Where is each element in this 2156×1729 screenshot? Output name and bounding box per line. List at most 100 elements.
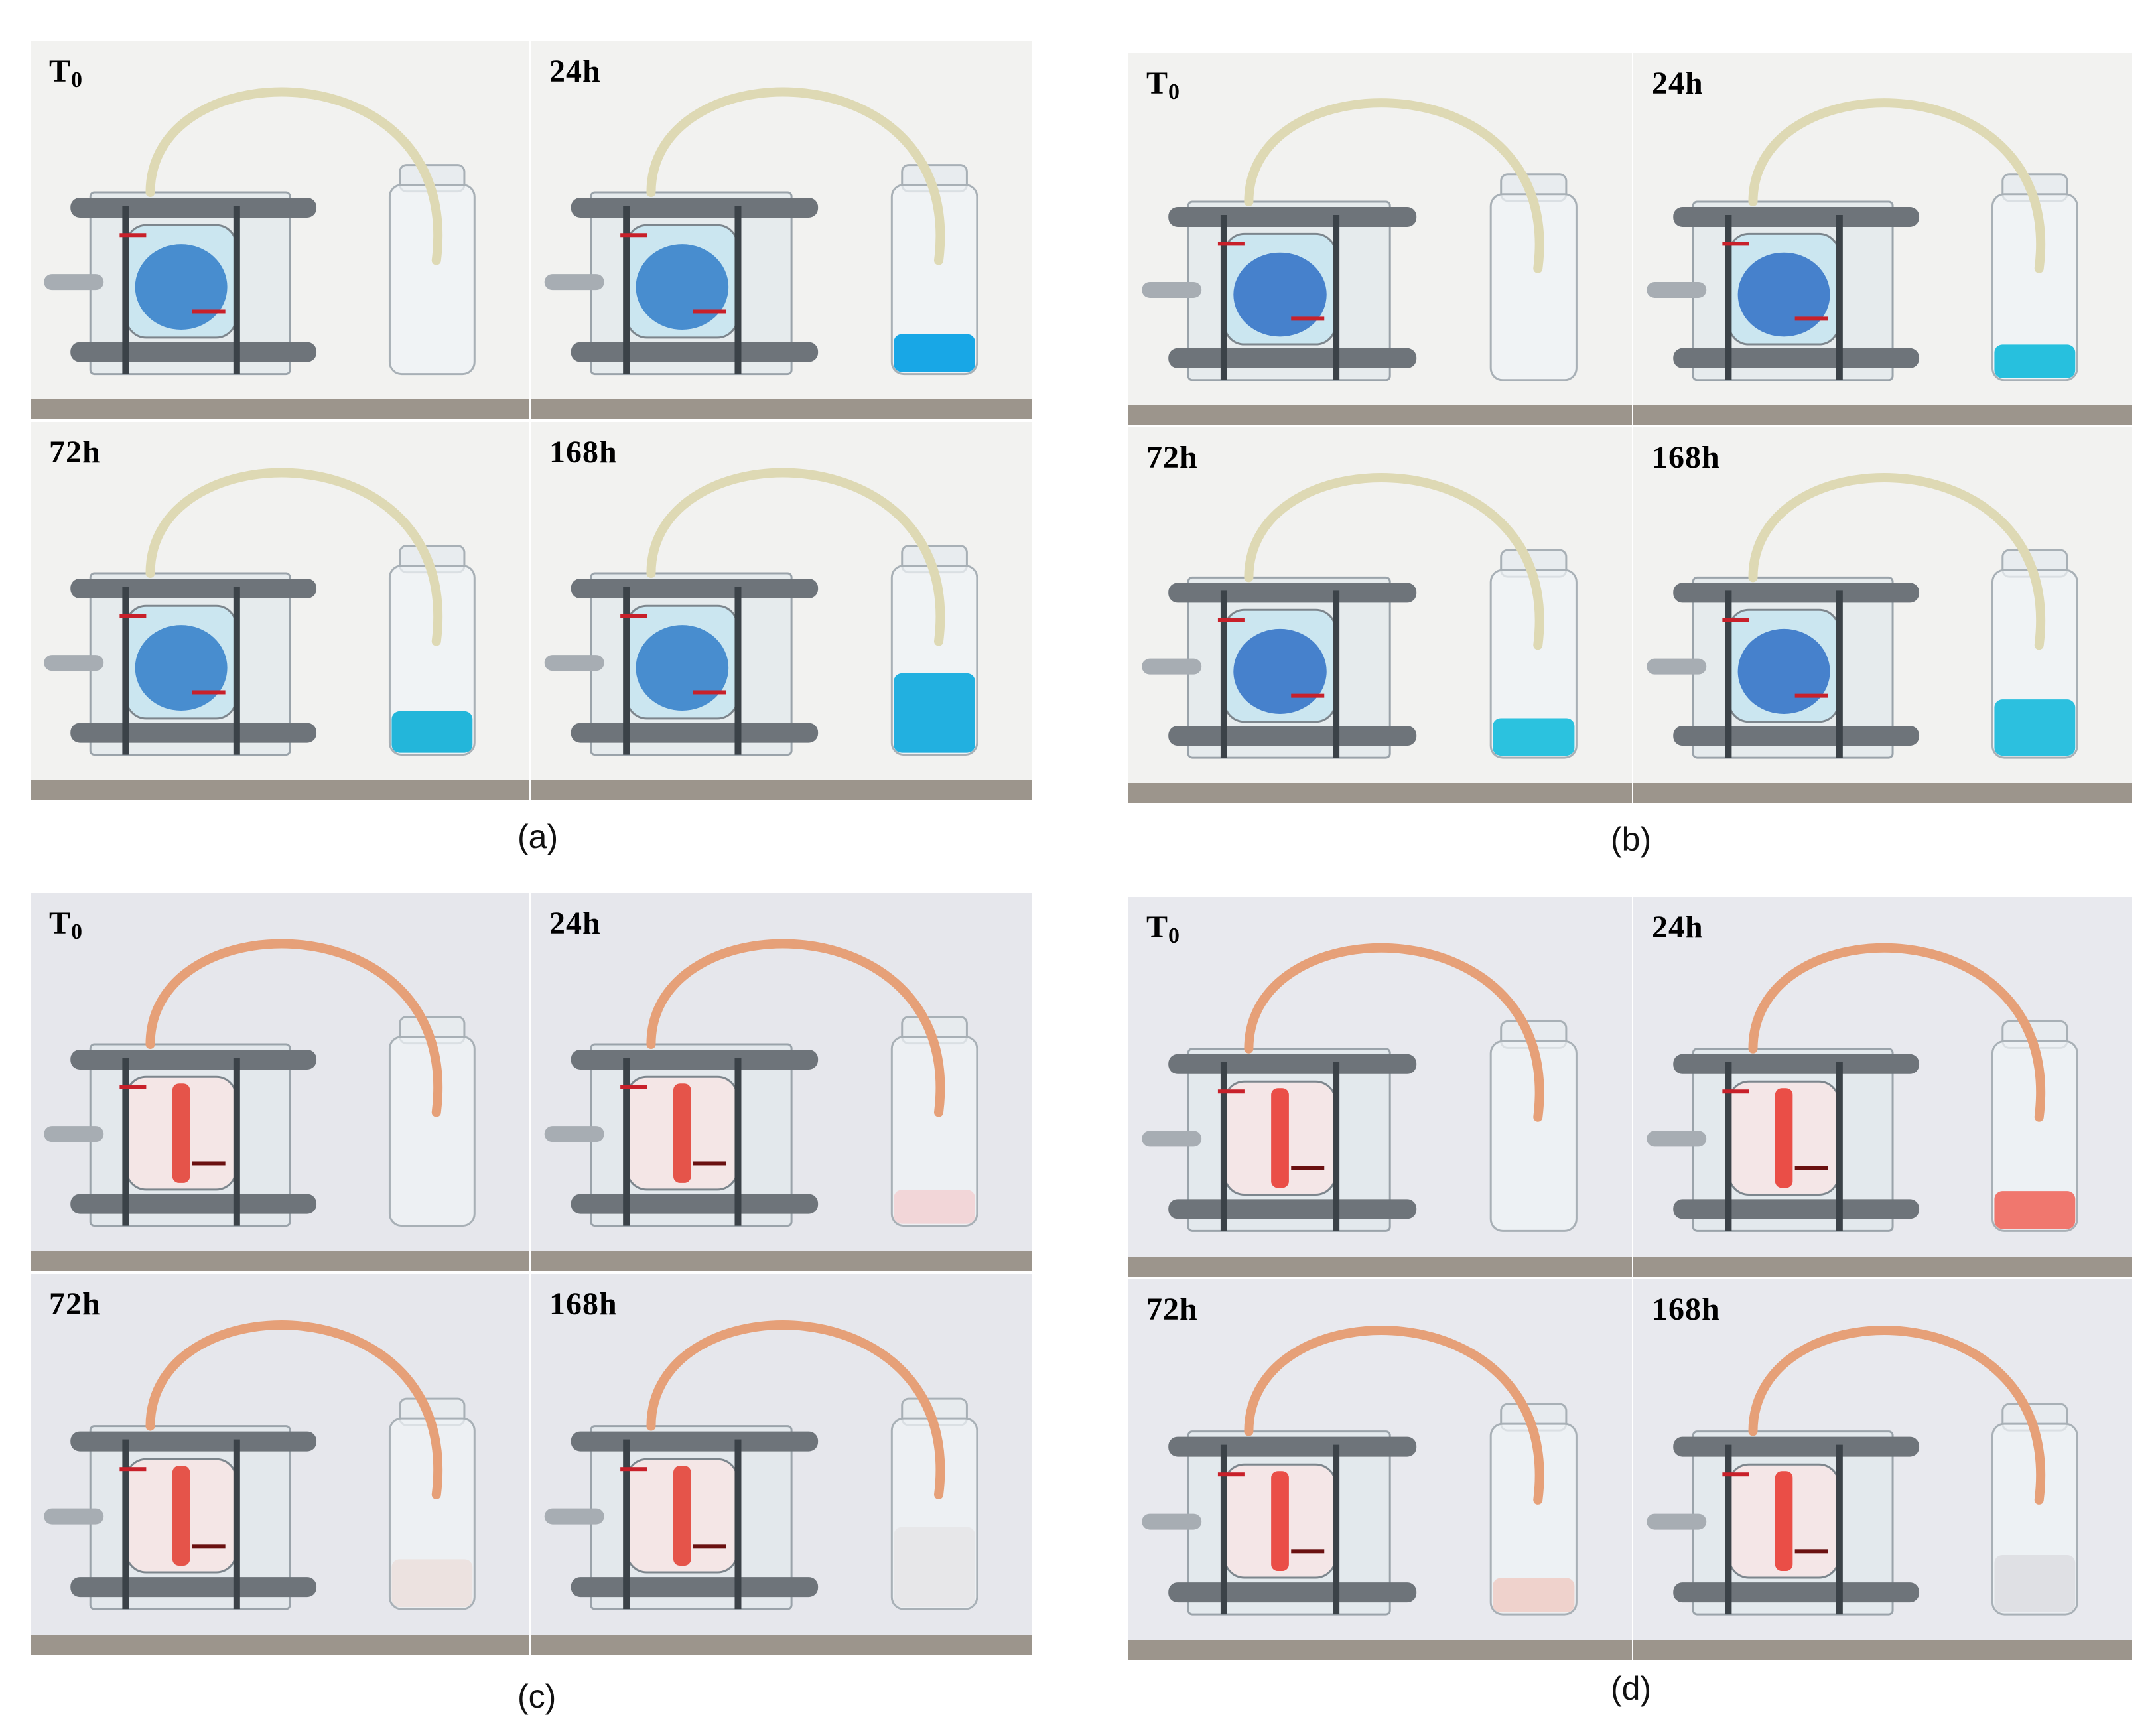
side-inlet (1647, 1131, 1707, 1147)
bottom-rod (70, 1577, 317, 1598)
marker (620, 614, 647, 618)
transfer-tube (145, 87, 443, 265)
marker (192, 1161, 226, 1166)
side-inlet (544, 1126, 604, 1142)
marker (192, 1544, 226, 1549)
vial-liquid (1994, 699, 2076, 756)
dye-cloud (636, 244, 729, 330)
bench-surface (531, 780, 1032, 800)
side-inlet (44, 274, 104, 291)
apparatus-c-168h (531, 1274, 1032, 1655)
top-rod (571, 1050, 819, 1070)
transfer-tube (1748, 473, 2046, 650)
bench-surface (1128, 1640, 1632, 1660)
bottom-rod (1673, 1582, 1920, 1603)
marker (693, 1161, 726, 1166)
marker (1291, 1549, 1325, 1554)
top-rod (571, 1431, 819, 1452)
photo-b-168h: 168h (1633, 427, 2132, 803)
bottom-rod (1168, 726, 1417, 746)
bottom-rod (571, 1194, 819, 1214)
bench-surface (31, 1251, 529, 1271)
side-inlet (44, 1126, 104, 1142)
vial-liquid (391, 1559, 473, 1608)
vial-liquid (1994, 1191, 2076, 1229)
side-inlet (1647, 281, 1707, 298)
marker (192, 309, 226, 314)
frame-bar (1220, 1062, 1227, 1231)
bottom-rod (1673, 348, 1920, 368)
top-rod (1168, 1054, 1417, 1074)
photo-c-24h: 24h (531, 893, 1032, 1271)
side-inlet (1142, 1513, 1202, 1530)
marker (620, 233, 647, 238)
caption-a: (a) (517, 818, 559, 855)
vial-liquid (894, 1190, 975, 1224)
frame-bar (1725, 590, 1732, 758)
caption-c: (c) (517, 1678, 557, 1715)
bottom-rod (571, 342, 819, 362)
apparatus-b-t0 (1128, 53, 1632, 425)
apparatus-b-24h (1633, 53, 2132, 425)
transfer-tube (145, 1320, 443, 1499)
bottom-rod (1168, 1582, 1417, 1603)
frame-bar (122, 587, 129, 755)
dye-cloud (1737, 628, 1830, 714)
top-rod (1168, 583, 1417, 603)
frame-bar (1333, 590, 1340, 758)
side-inlet (1647, 658, 1707, 675)
frame-bar (1220, 215, 1227, 380)
vial-liquid (894, 334, 975, 372)
frame-bar (734, 587, 742, 755)
dye-stripe (673, 1466, 691, 1566)
transfer-tube (1244, 473, 1544, 650)
time-label: T0 (1146, 910, 1181, 948)
marker (119, 614, 147, 618)
dye-stripe (1775, 1088, 1793, 1188)
transfer-tube (646, 1320, 945, 1499)
marker (1722, 1089, 1749, 1094)
dye-stripe (673, 1083, 691, 1183)
marker (1794, 1166, 1828, 1170)
top-rod (70, 198, 317, 218)
frame-bar (1725, 1062, 1732, 1231)
dye-stripe (1775, 1471, 1793, 1572)
dye-stripe (1271, 1471, 1289, 1572)
vial-liquid (1493, 1578, 1575, 1613)
apparatus-b-72h (1128, 427, 1632, 803)
dye-stripe (172, 1083, 190, 1183)
transfer-tube (1748, 1326, 2046, 1505)
time-label: 168h (1652, 1292, 1720, 1327)
frame-bar (734, 1439, 742, 1610)
photo-a-24h: 24h (531, 41, 1032, 419)
bench-surface (31, 1635, 529, 1655)
top-rod (70, 1431, 317, 1452)
dye-cloud (1737, 252, 1830, 337)
apparatus-a-72h (31, 422, 529, 800)
bottom-rod (571, 1577, 819, 1598)
dye-stripe (172, 1466, 190, 1566)
dye-cloud (1233, 628, 1327, 714)
frame-bar (1836, 590, 1843, 758)
dye-cloud (135, 244, 228, 330)
apparatus-a-168h (531, 422, 1032, 800)
time-label: 72h (49, 435, 101, 470)
transfer-tube (145, 468, 443, 646)
transfer-tube (1748, 943, 2046, 1122)
marker (1794, 693, 1828, 698)
frame-bar (623, 1058, 630, 1226)
marker (1722, 618, 1749, 622)
frame-bar (734, 1058, 742, 1226)
caption-d: (d) (1611, 1670, 1652, 1707)
bottom-rod (1673, 1199, 1920, 1219)
apparatus-d-72h (1128, 1279, 1632, 1660)
time-label: 24h (1652, 66, 1704, 101)
frame-bar (122, 1439, 129, 1610)
bench-surface (531, 1251, 1032, 1271)
photo-b-24h: 24h (1633, 53, 2132, 425)
transfer-tube (145, 939, 443, 1117)
photo-a-168h: 168h (531, 422, 1032, 800)
apparatus-d-24h (1633, 897, 2132, 1277)
frame-bar (1836, 1062, 1843, 1231)
top-rod (1168, 1436, 1417, 1457)
